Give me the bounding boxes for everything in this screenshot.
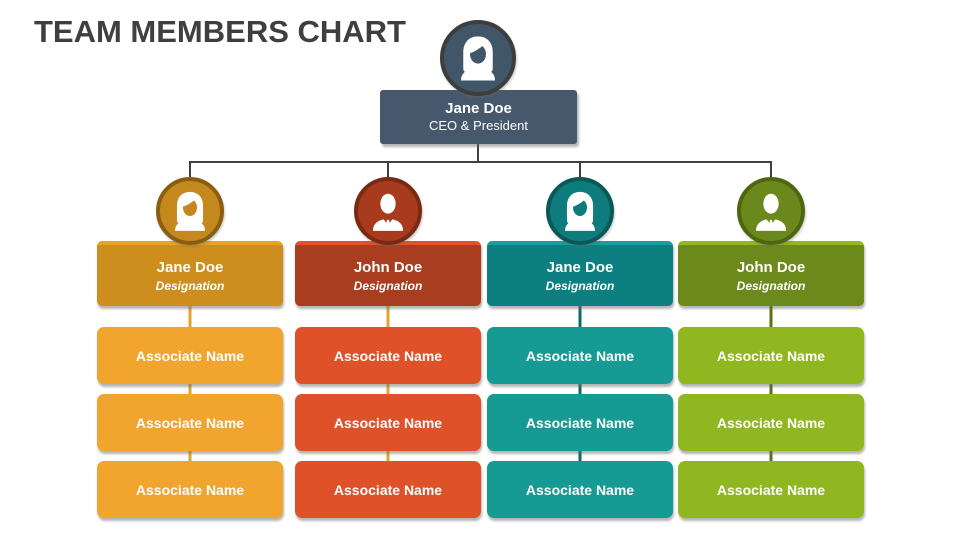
ceo-card[interactable]: Jane Doe CEO & President bbox=[380, 90, 577, 144]
associate-card[interactable]: Associate Name bbox=[97, 327, 283, 384]
associate-card[interactable]: Associate Name bbox=[487, 327, 673, 384]
ceo-role: CEO & President bbox=[429, 118, 528, 134]
associate-name: Associate Name bbox=[333, 414, 443, 431]
associate-name: Associate Name bbox=[716, 481, 826, 498]
associate-name: Associate Name bbox=[135, 347, 245, 364]
connector-ceo-drop-line bbox=[477, 143, 479, 163]
manager-name: Jane Doe bbox=[156, 258, 224, 276]
manager-avatar-circle[interactable] bbox=[354, 177, 422, 245]
manager-card[interactable]: John Doe Designation bbox=[295, 241, 481, 306]
branch-column-4: John Doe Designation Associate Name Asso… bbox=[678, 177, 864, 518]
connector-branch-drop-line bbox=[189, 161, 191, 181]
manager-name: John Doe bbox=[353, 258, 423, 276]
connector-branch-drop-line bbox=[579, 161, 581, 181]
associate-card[interactable]: Associate Name bbox=[97, 394, 283, 451]
male-avatar-icon bbox=[756, 193, 786, 231]
associate-name: Associate Name bbox=[525, 347, 635, 364]
associate-name: Associate Name bbox=[716, 414, 826, 431]
branch-connector-line bbox=[769, 302, 773, 467]
associate-name: Associate Name bbox=[525, 414, 635, 431]
manager-name: John Doe bbox=[736, 258, 806, 276]
manager-card[interactable]: Jane Doe Designation bbox=[97, 241, 283, 306]
ceo-name: Jane Doe bbox=[445, 99, 512, 117]
branch-connector-line bbox=[578, 302, 582, 467]
associate-card[interactable]: Associate Name bbox=[487, 461, 673, 518]
manager-designation: Designation bbox=[353, 278, 423, 293]
associate-name: Associate Name bbox=[135, 414, 245, 431]
associate-name: Associate Name bbox=[333, 481, 443, 498]
manager-avatar-circle[interactable] bbox=[737, 177, 805, 245]
female-avatar-icon bbox=[461, 36, 495, 81]
manager-name: Jane Doe bbox=[546, 258, 614, 276]
female-avatar-icon bbox=[175, 191, 205, 231]
ceo-avatar-circle[interactable] bbox=[440, 20, 516, 96]
connector-branch-drop-line bbox=[387, 161, 389, 181]
associate-card[interactable]: Associate Name bbox=[295, 461, 481, 518]
branch-connector-line bbox=[188, 302, 192, 467]
branch-column-3: Jane Doe Designation Associate Name Asso… bbox=[487, 177, 673, 518]
branch-column-2: John Doe Designation Associate Name Asso… bbox=[295, 177, 481, 518]
manager-designation: Designation bbox=[155, 278, 225, 293]
associate-card[interactable]: Associate Name bbox=[295, 327, 481, 384]
branch-connector-line bbox=[386, 302, 390, 467]
manager-designation: Designation bbox=[736, 278, 806, 293]
associate-name: Associate Name bbox=[716, 347, 826, 364]
male-avatar-icon bbox=[373, 193, 403, 231]
female-avatar-icon bbox=[565, 191, 595, 231]
manager-avatar-circle[interactable] bbox=[546, 177, 614, 245]
branch-column-1: Jane Doe Designation Associate Name Asso… bbox=[97, 177, 283, 518]
associate-card[interactable]: Associate Name bbox=[97, 461, 283, 518]
manager-designation: Designation bbox=[545, 278, 615, 293]
associate-card[interactable]: Associate Name bbox=[295, 394, 481, 451]
manager-avatar-circle[interactable] bbox=[156, 177, 224, 245]
associate-card[interactable]: Associate Name bbox=[678, 461, 864, 518]
manager-card[interactable]: Jane Doe Designation bbox=[487, 241, 673, 306]
associate-card[interactable]: Associate Name bbox=[678, 394, 864, 451]
associate-name: Associate Name bbox=[333, 347, 443, 364]
associate-card[interactable]: Associate Name bbox=[487, 394, 673, 451]
manager-card[interactable]: John Doe Designation bbox=[678, 241, 864, 306]
connector-horizontal-line bbox=[189, 161, 772, 163]
connector-branch-drop-line bbox=[770, 161, 772, 181]
associate-name: Associate Name bbox=[135, 481, 245, 498]
page-title: TEAM MEMBERS CHART bbox=[34, 14, 406, 49]
associate-name: Associate Name bbox=[525, 481, 635, 498]
associate-card[interactable]: Associate Name bbox=[678, 327, 864, 384]
